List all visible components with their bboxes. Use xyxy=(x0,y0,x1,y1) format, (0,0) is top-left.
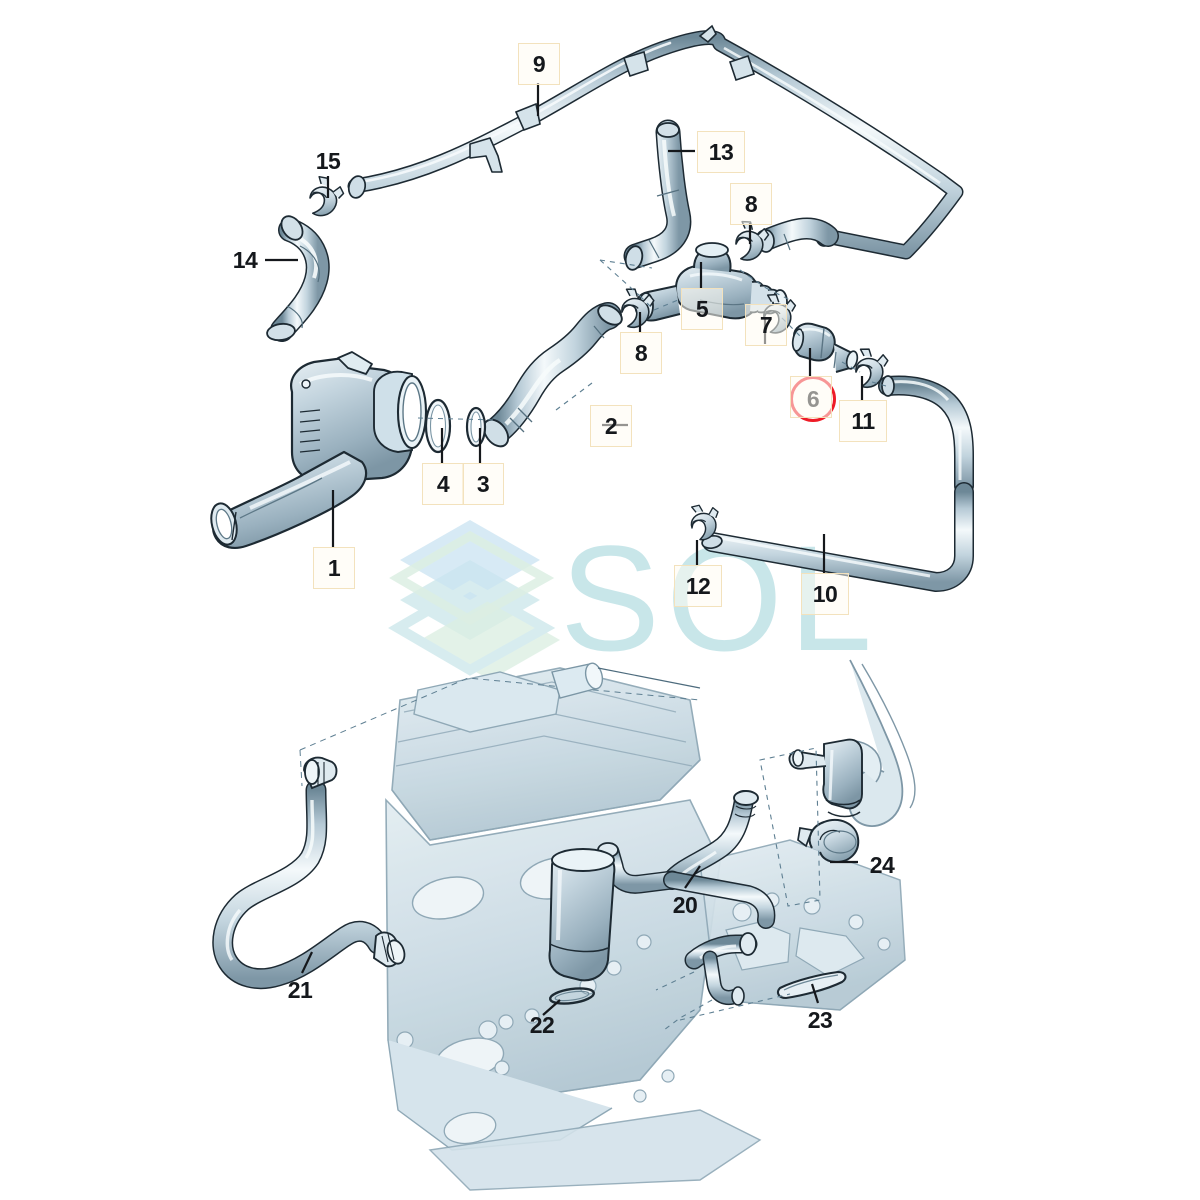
callout-11[interactable]: 11 xyxy=(839,400,887,442)
callout-number: 23 xyxy=(807,1006,833,1033)
part-10-coolant-hose-right xyxy=(701,375,974,592)
callout-number: 2 xyxy=(604,412,618,439)
part-21-coolant-hose-u-shape xyxy=(212,756,406,990)
part-13-coolant-hose-short-bent xyxy=(623,119,692,271)
callout-number: 22 xyxy=(529,1011,555,1038)
callout-number: 1 xyxy=(327,554,341,581)
part-1-coolant-pipe-housing-flange xyxy=(210,351,428,549)
callout-number: 8 xyxy=(634,339,648,366)
callout-3[interactable]: 3 xyxy=(462,463,504,505)
callout-number: 15 xyxy=(315,147,341,174)
callout-number: 14 xyxy=(232,246,258,273)
callout-23[interactable]: 23 xyxy=(800,1005,840,1035)
callout-6-box xyxy=(790,376,832,418)
callout-2[interactable]: 2 xyxy=(590,405,632,447)
callout-4[interactable]: 4 xyxy=(422,463,464,505)
part-9-long-coolant-pipe xyxy=(347,24,964,260)
engine-outlet-nipple xyxy=(551,662,701,699)
part-22-gasket-seal xyxy=(548,987,596,1005)
watermark-logo xyxy=(388,520,560,680)
part-20-coolant-pipe-engine xyxy=(548,790,776,982)
callout-number: 12 xyxy=(685,572,711,599)
callout-9[interactable]: 9 xyxy=(518,43,560,85)
callout-number: 7 xyxy=(759,311,773,338)
callout-22[interactable]: 22 xyxy=(522,1010,562,1040)
part-24-hose-clamp xyxy=(797,819,860,863)
part-4-o-ring-large xyxy=(424,398,452,454)
callout-number: 13 xyxy=(708,138,734,165)
part-14-coolant-elbow-hose xyxy=(266,215,330,342)
callout-15[interactable]: 15 xyxy=(308,146,348,176)
callout-10[interactable]: 10 xyxy=(801,573,849,615)
part-3-o-ring-small xyxy=(465,406,487,448)
callout-7[interactable]: 7 xyxy=(745,304,787,346)
part-6-check-valve xyxy=(791,322,859,373)
callout-12[interactable]: 12 xyxy=(674,565,722,607)
callout-8[interactable]: 8 xyxy=(730,183,772,225)
callout-13[interactable]: 13 xyxy=(697,131,745,173)
callout-number: 3 xyxy=(476,470,490,497)
callout-20[interactable]: 20 xyxy=(665,890,705,920)
part-upper-right-hose xyxy=(755,217,839,253)
part-2-coolant-hose-bent xyxy=(482,302,623,448)
callout-number: 9 xyxy=(532,50,546,77)
callout-number: 20 xyxy=(672,891,698,918)
callout-number: 5 xyxy=(695,295,709,322)
callout-8[interactable]: 8 xyxy=(620,332,662,374)
part-lower-right-pipe xyxy=(684,932,758,1006)
callout-number: 10 xyxy=(812,580,838,607)
callout-number: 24 xyxy=(869,851,895,878)
callout-21[interactable]: 21 xyxy=(280,975,320,1005)
callout-14[interactable]: 14 xyxy=(225,245,265,275)
callout-number: 4 xyxy=(436,470,450,497)
callout-number: 21 xyxy=(287,976,313,1003)
callout-1[interactable]: 1 xyxy=(313,547,355,589)
callout-number: 8 xyxy=(744,190,758,217)
callout-number: 11 xyxy=(851,407,875,434)
callout-5[interactable]: 5 xyxy=(681,288,723,330)
part-15-spring-clamp xyxy=(304,174,348,222)
callout-24[interactable]: 24 xyxy=(862,850,902,880)
